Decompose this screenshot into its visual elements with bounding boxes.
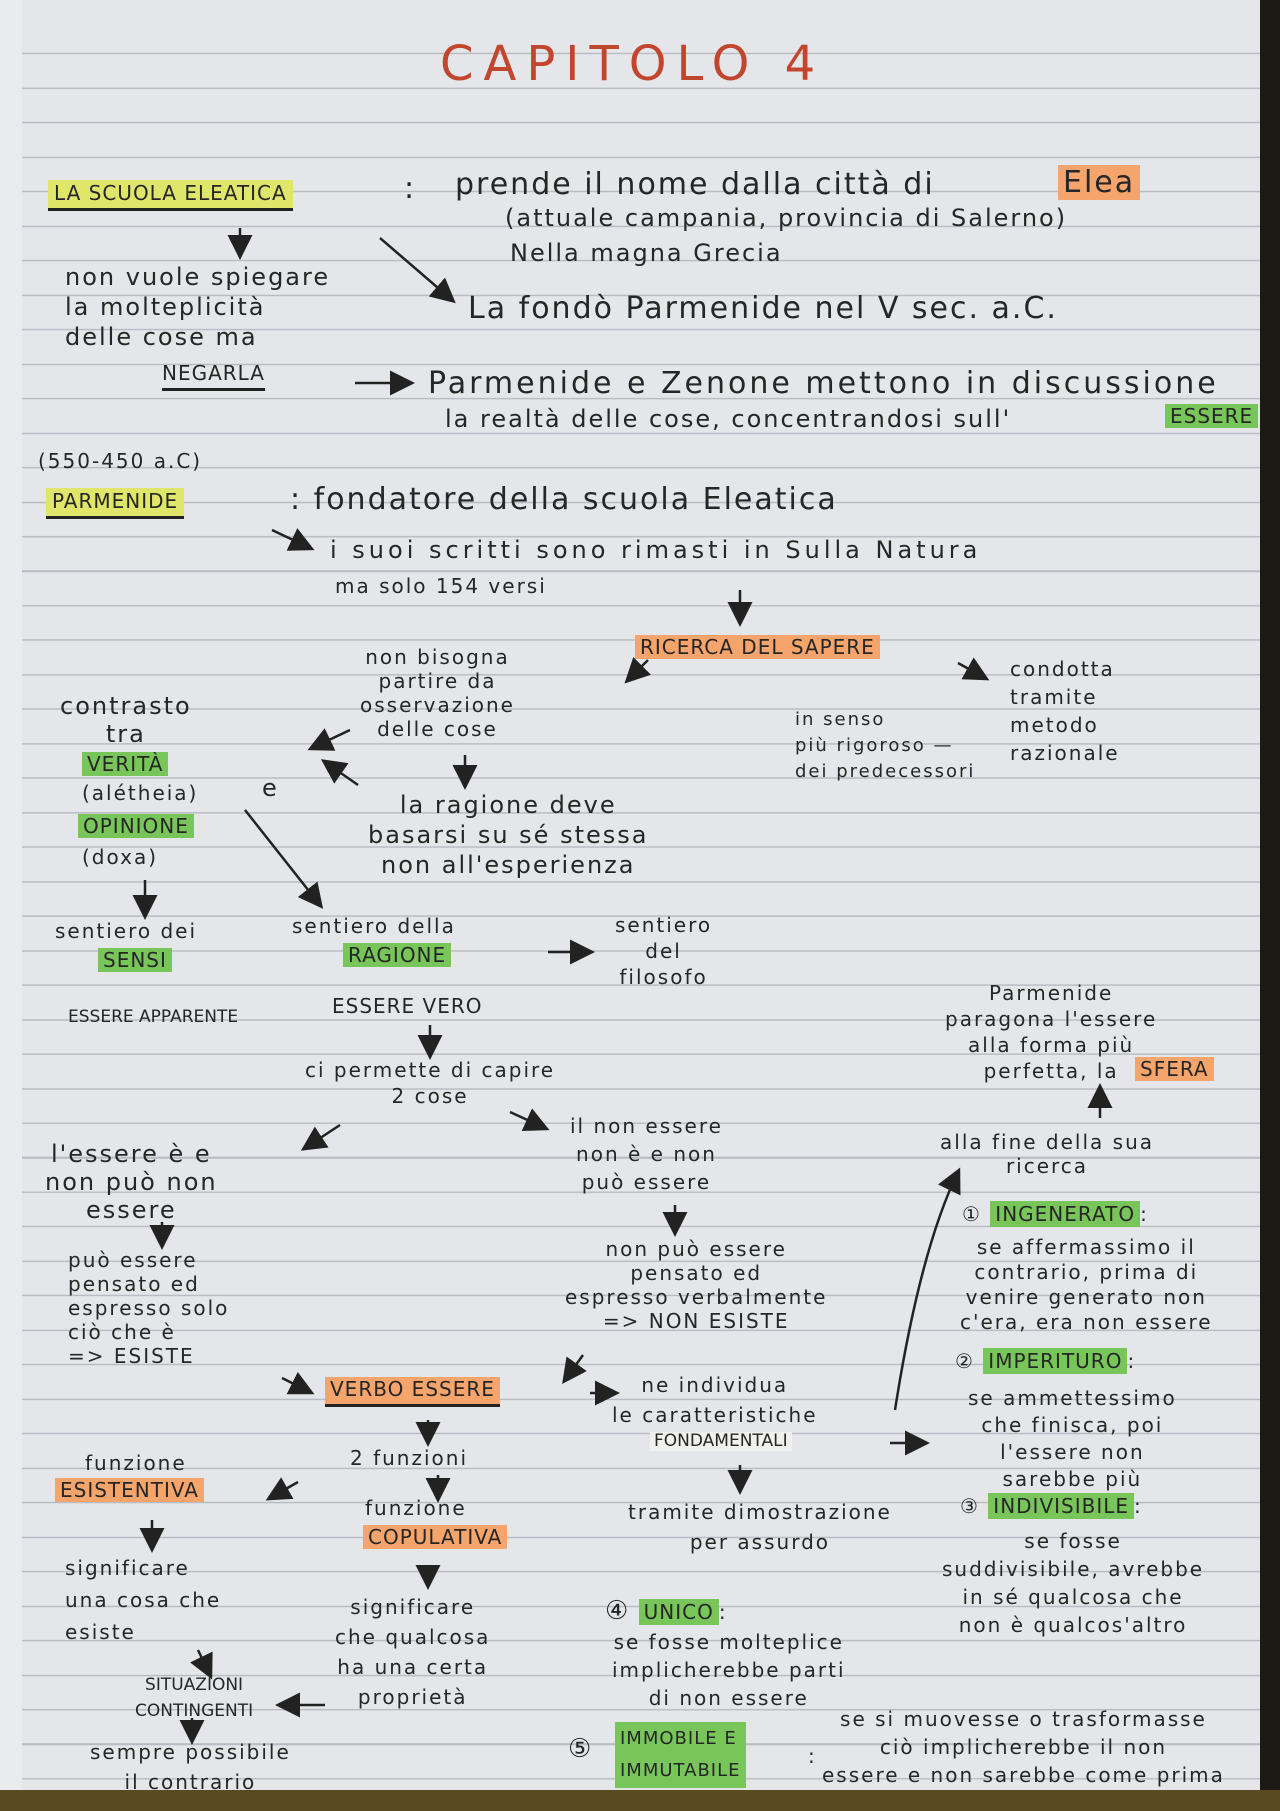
essere-vero: ESSERE VERO (332, 994, 483, 1018)
essere-e-text: l'essere è e non può non essere (45, 1140, 218, 1224)
esistentiva-highlight: ESISTENTIVA (55, 1478, 204, 1502)
arrow (244, 809, 324, 909)
sentiero-ragione-label: sentiero della (292, 914, 456, 938)
essere-apparente: ESSERE APPARENTE (68, 1007, 239, 1027)
discussione-line2: la realtà delle cose, concentrandosi sul… (445, 405, 1012, 433)
sempre-possibile: sempre possibile il contrario (90, 1740, 291, 1794)
parmenide-fondatore: : fondatore della scuola Eleatica (290, 482, 838, 517)
indivisibile-highlight: INDIVISIBILE (988, 1493, 1135, 1519)
ricerca-label: RICERCA DEL SAPERE (635, 635, 880, 659)
arrow (265, 1477, 299, 1501)
sentiero-filosofo: sentiero del filosofo (615, 913, 713, 989)
immobile-desc: se si muovesse o trasformasse ciò implic… (822, 1707, 1225, 1787)
scuola-line2: (attuale campania, provincia di Salerno) (505, 204, 1068, 232)
arrow (957, 657, 990, 681)
page-title: CAPITOLO 4 (440, 36, 826, 92)
ingenerato-highlight: INGENERATO (990, 1201, 1141, 1227)
essere-highlight: ESSERE (1165, 404, 1259, 428)
indivisibile-desc: se fosse suddivisibile, avrebbe in sé qu… (942, 1529, 1205, 1637)
scuola-line1: prende il nome dalla città di (455, 167, 935, 202)
colon: : (404, 171, 417, 206)
capire-text: ci permette di capire 2 cose (305, 1058, 556, 1108)
contrasto-e: e (262, 774, 279, 802)
significare-esiste: significare una cosa che esiste (65, 1556, 222, 1644)
due-funzioni: 2 funzioni (350, 1446, 468, 1470)
sentiero-sensi-label: sentiero dei (55, 919, 198, 943)
verita-highlight: VERITÀ (82, 752, 169, 776)
arrow (320, 759, 359, 787)
fondo-text: La fondò Parmenide nel V sec. a.C. (468, 291, 1058, 326)
elea-highlight: Elea (1058, 165, 1141, 200)
number-2: ② (955, 1349, 975, 1373)
number-1: ① (962, 1202, 982, 1226)
discussione-line1: Parmenide e Zenone mettono in discussion… (428, 366, 1219, 401)
arrow (271, 528, 315, 551)
arrow (379, 237, 456, 304)
funzione-label: funzione (365, 1496, 467, 1520)
ingenerato-desc: se affermassimo il contrario, prima di v… (960, 1235, 1213, 1334)
arrow (307, 728, 351, 751)
parmenide-dates: (550-450 a.C) (38, 449, 203, 473)
esiste-text: può essere pensato ed espresso solo ciò … (68, 1248, 230, 1368)
individua-text: ne individua le caratteristiche (612, 1373, 818, 1427)
sensi-highlight: SENSI (98, 948, 172, 972)
non-bisogna-text: non bisogna partire da osservazione dell… (360, 645, 515, 741)
funzione-label: funzione (85, 1451, 187, 1475)
dimostrazione-text: tramite dimostrazione per assurdo (628, 1500, 892, 1554)
non-essere-text: il non essere non è e non può essere (570, 1114, 723, 1194)
parmenide-scritti: i suoi scritti sono rimasti in Sulla Nat… (330, 536, 982, 564)
doxa: (doxa) (82, 845, 159, 869)
opinione-highlight: OPINIONE (78, 814, 194, 838)
notebook-page (22, 0, 1260, 1790)
ragione-deve-text: la ragione deve basarsi su sé stessa non… (368, 791, 649, 879)
copulativa-highlight: COPULATIVA (363, 1525, 508, 1549)
senso-text: in senso più rigoroso — dei predecessori (795, 709, 976, 782)
arrow (509, 1108, 550, 1132)
fine-ricerca: alla fine della sua ricerca (940, 1130, 1154, 1178)
unico-highlight: UNICO (638, 1599, 719, 1625)
page-edge (0, 0, 22, 1811)
number-5: ⑤ (568, 1734, 594, 1764)
sfera-highlight: SFERA (1135, 1057, 1214, 1081)
condotta-text: condotta tramite metodo razionale (1010, 657, 1120, 765)
immobile-highlight: IMMOBILE E IMMUTABILE (615, 1722, 746, 1788)
fondamentali: FONDAMENTALI (650, 1432, 792, 1451)
arrow (562, 1354, 587, 1385)
aletheia: (alétheia) (82, 781, 199, 805)
parmenide-versi: ma solo 154 versi (335, 574, 547, 598)
arrow (300, 1123, 341, 1151)
significare-proprieta: significare che qualcosa ha una certa pr… (335, 1595, 491, 1709)
arrow (893, 1167, 961, 1411)
imperituro-desc: se ammettessimo che finisca, poi l'esser… (968, 1386, 1177, 1491)
arrow (281, 1371, 315, 1395)
arrow (624, 657, 651, 684)
imperituro-highlight: IMPERITURO (983, 1348, 1128, 1374)
situazioni-contingenti: SITUAZIONI CONTINGENTI (135, 1675, 254, 1721)
contrasto-label: contrasto tra (60, 692, 192, 748)
scuola-heading: LA SCUOLA ELEATICA (48, 180, 293, 211)
parmenide-name: PARMENIDE (46, 488, 185, 519)
arrow (190, 1649, 213, 1680)
colon: : (808, 1744, 817, 1768)
non-vuole-text: non vuole spiegare la molteplicità delle… (65, 263, 331, 351)
table-surface (0, 1790, 1280, 1811)
ragione-highlight: RAGIONE (343, 943, 452, 967)
non-esiste-text: non può essere pensato ed espresso verba… (565, 1237, 828, 1333)
number-4: ④ (605, 1596, 631, 1626)
verbo-essere: VERBO ESSERE (325, 1377, 500, 1407)
negarla: NEGARLA (162, 362, 265, 391)
unico-desc: se fosse molteplice implicherebbe parti … (612, 1630, 846, 1710)
scuola-line3: Nella magna Grecia (510, 239, 783, 267)
sfera-text: Parmenide paragona l'essere alla forma p… (945, 981, 1158, 1083)
number-3: ③ (960, 1494, 980, 1518)
